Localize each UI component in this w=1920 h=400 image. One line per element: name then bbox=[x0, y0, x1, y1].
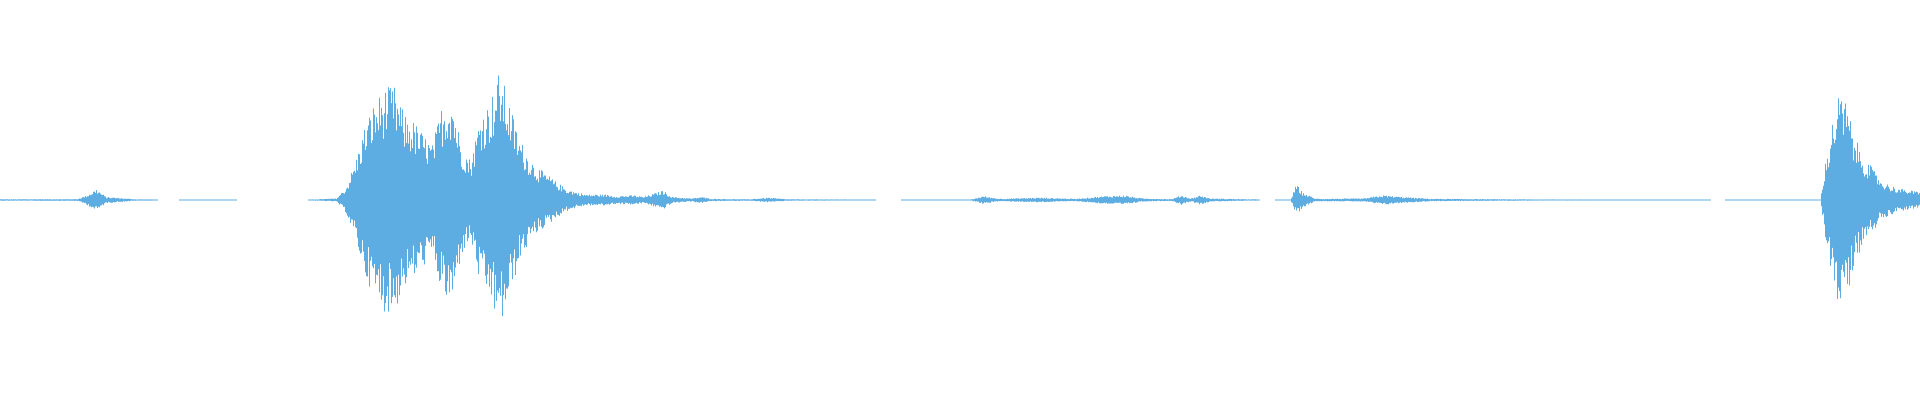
waveform-bars bbox=[0, 75, 1920, 317]
